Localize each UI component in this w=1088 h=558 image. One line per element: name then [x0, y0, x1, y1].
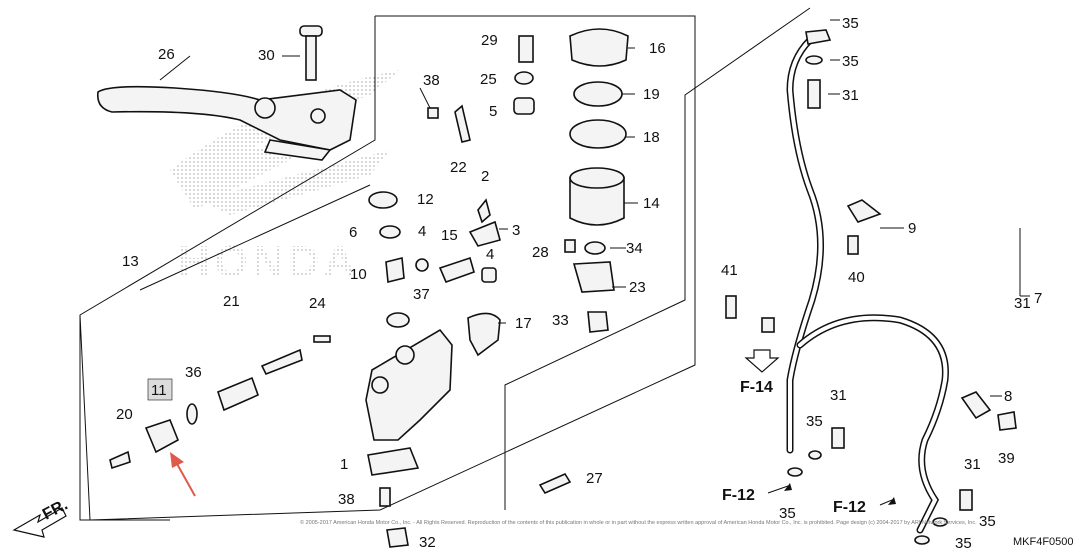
callout-label: 4 — [418, 223, 426, 240]
callout-label: 35 — [842, 15, 859, 32]
callout-label: 33 — [552, 312, 569, 329]
highlight-box — [147, 378, 173, 401]
copyright-text: © 2005-2017 American Honda Motor Co., In… — [300, 519, 977, 526]
callout-label: 10 — [350, 266, 367, 283]
callout-label: 27 — [586, 470, 603, 487]
center-fittings — [368, 104, 572, 548]
section-refs: F-14 F-12 F-12 FR. — [40, 379, 866, 524]
callout-label: 36 — [185, 364, 202, 381]
callout-label: 31 — [842, 87, 859, 104]
callout-label: 2 — [481, 168, 489, 185]
callout-label: 37 — [413, 286, 430, 303]
callout-label: 26 — [158, 46, 175, 63]
callout-label: 35 — [955, 535, 972, 552]
reservoir-assembly — [513, 28, 629, 333]
callout-label: 31 — [830, 387, 847, 404]
callout-label: 14 — [643, 195, 660, 212]
brake-lever — [96, 85, 357, 161]
leader-lines — [159, 19, 1030, 397]
red-arrow — [170, 452, 196, 497]
callout-label: 38 — [338, 491, 355, 508]
hose-fittings — [725, 29, 1017, 545]
callout-label: 41 — [721, 262, 738, 279]
callout-label: 12 — [417, 191, 434, 208]
callout-label: 11 — [151, 382, 167, 399]
callout-labels: 1 2 3 4 4 5 6 7 8 9 10 11 12 13 14 15 16… — [116, 15, 1042, 552]
callout-label: 5 — [489, 103, 497, 120]
watermark-text: HONDA — [178, 237, 359, 286]
callout-label: 29 — [481, 32, 498, 49]
callout-label: 20 — [116, 406, 133, 423]
callout-label: 24 — [309, 295, 326, 312]
callout-label: 19 — [643, 86, 660, 103]
callout-label: 16 — [649, 40, 666, 57]
callout-label: 6 — [349, 224, 357, 241]
frame-lines — [79, 7, 811, 521]
pivot-bolt — [299, 25, 323, 81]
ref-f12-label-2: F-12 — [833, 499, 866, 516]
callout-label: 7 — [1034, 290, 1042, 307]
callout-label: 31 — [1014, 295, 1031, 312]
callout-label: 4 — [486, 246, 494, 263]
callout-label: 17 — [515, 315, 532, 332]
callout-label: 13 — [122, 253, 139, 270]
brake-hoses — [786, 36, 949, 534]
callout-label: 39 — [998, 450, 1015, 467]
callout-label: 40 — [848, 269, 865, 286]
callout-label: 35 — [842, 53, 859, 70]
callout-label: 23 — [629, 279, 646, 296]
callout-label: 32 — [419, 534, 436, 551]
callout-label: 31 — [964, 456, 981, 473]
master-cylinder-body — [365, 328, 453, 476]
callout-label: 1 — [340, 456, 348, 473]
diagram-code: MKF4F0500 — [1013, 536, 1074, 548]
callout-label: 30 — [258, 47, 275, 64]
callout-label: 8 — [1004, 388, 1012, 405]
f14-arrow-icon — [744, 349, 780, 373]
callout-label: 35 — [779, 505, 796, 522]
callout-label: 22 — [450, 159, 467, 176]
front-direction-arrow-icon — [12, 507, 67, 538]
callout-label: 38 — [423, 72, 440, 89]
callout-label: 34 — [626, 240, 643, 257]
piston-components — [109, 335, 331, 470]
callout-label: 15 — [441, 227, 458, 244]
callout-label: 25 — [480, 71, 497, 88]
callout-label: 3 — [512, 222, 520, 239]
callout-label: 28 — [532, 244, 549, 261]
callout-label: 35 — [979, 513, 996, 530]
callout-label: 35 — [806, 413, 823, 430]
callout-label: 18 — [643, 129, 660, 146]
f12-arrows — [767, 483, 896, 506]
callout-label: 21 — [223, 293, 240, 310]
ref-f14-label: F-14 — [740, 379, 773, 396]
callout-label: 9 — [908, 220, 916, 237]
ref-f12-label: F-12 — [722, 487, 755, 504]
